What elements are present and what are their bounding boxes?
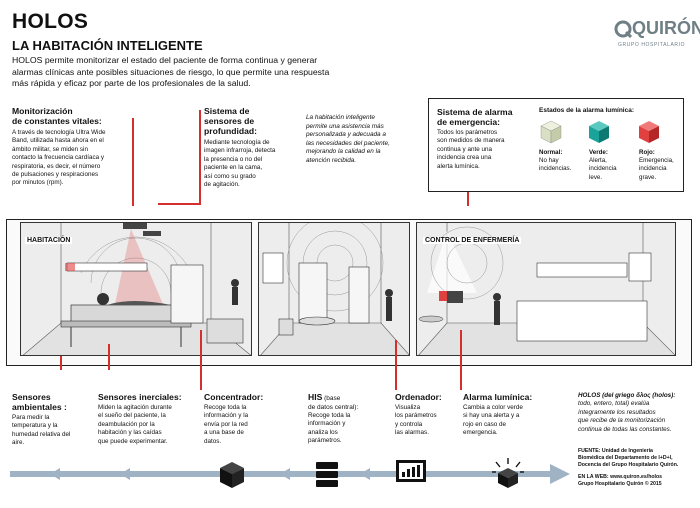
logo-name: QUIRÓN bbox=[632, 18, 700, 38]
scene-habitacion: HABITACIÓN bbox=[20, 222, 252, 356]
cube-verde-icon bbox=[589, 121, 609, 143]
profundidad-pointer-h bbox=[158, 203, 201, 205]
his-block: HIS (base de datos central): Recoge toda… bbox=[308, 392, 359, 445]
ordenador-pointer bbox=[395, 340, 397, 390]
concentrador-pointer bbox=[200, 330, 202, 390]
scene-control: CONTROL DE ENFERMERÍA bbox=[416, 222, 676, 356]
page-title: HOLOS bbox=[12, 10, 89, 33]
ambientales-pointer bbox=[60, 356, 62, 370]
alarma-states-title: Estados de la alarma lumínica: bbox=[539, 107, 635, 114]
cube-normal-icon bbox=[540, 120, 562, 144]
habitacion-label: HABITACIÓN bbox=[25, 237, 73, 244]
monitor-icon bbox=[396, 460, 426, 482]
inerciales-pointer bbox=[108, 344, 110, 370]
quiron-logo-icon bbox=[614, 20, 632, 38]
database-icon bbox=[316, 462, 338, 487]
intro-text: HOLOS permite monitorizar el estado del … bbox=[12, 55, 330, 89]
scene-corridor bbox=[258, 222, 410, 356]
holos-note: HOLOS (del griego δλος (holos):todo, ent… bbox=[578, 392, 676, 433]
chip-icon bbox=[220, 462, 244, 488]
alarm-light-icon bbox=[492, 458, 524, 488]
control-label: CONTROL DE ENFERMERÍA bbox=[423, 237, 522, 244]
flow-arrow bbox=[10, 458, 570, 488]
building-top-wall bbox=[6, 206, 692, 220]
cube-rojo-icon bbox=[639, 121, 659, 143]
profundidad-pointer bbox=[199, 110, 201, 204]
inerciales-block: Sensores inerciales: Miden la agitación … bbox=[98, 392, 182, 445]
luminica-pointer bbox=[460, 330, 462, 390]
alarma-cubes bbox=[540, 120, 659, 144]
logo-tagline: GRUPO HOSPITALARIO bbox=[618, 42, 686, 48]
page-subtitle: LA HABITACIÓN INTELIGENTE bbox=[12, 38, 203, 53]
vitales-pointer bbox=[132, 118, 134, 216]
